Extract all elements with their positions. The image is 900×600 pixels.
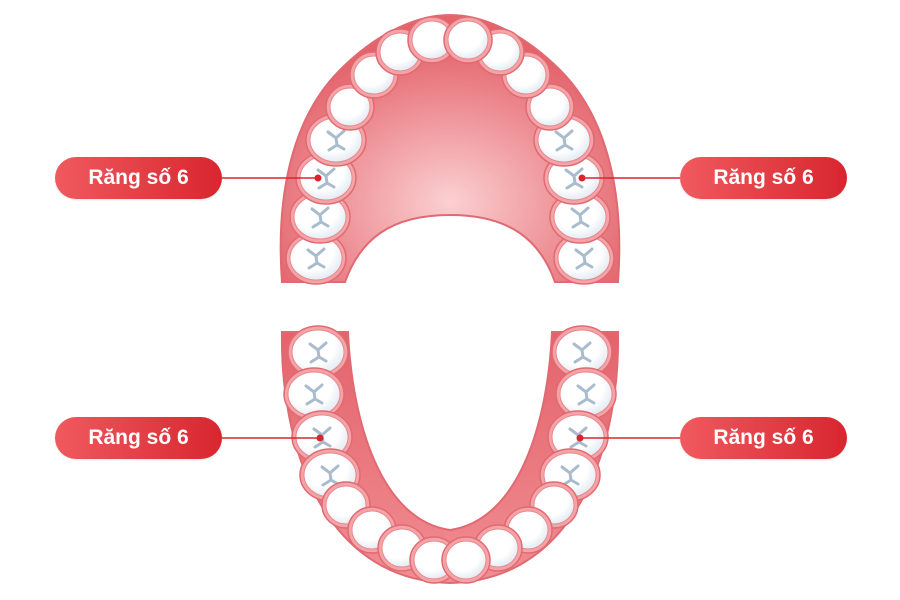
lower-right-tooth bbox=[551, 325, 613, 379]
label-lower-right-first-molar: Răng số 6 bbox=[680, 417, 847, 459]
label-upper-left-first-molar: Răng số 6 bbox=[55, 157, 222, 199]
upper-right-tooth bbox=[549, 190, 611, 244]
upper-left-tooth bbox=[285, 231, 347, 285]
label-upper-right-first-molar: Răng số 6 bbox=[680, 157, 847, 199]
upper-right-marker-dot bbox=[578, 174, 586, 182]
lower-right-marker-dot bbox=[576, 434, 584, 442]
lower-right-tooth bbox=[441, 536, 491, 584]
upper-left-marker-dot bbox=[314, 174, 322, 182]
upper-left-tooth bbox=[407, 16, 457, 64]
upper-right-tooth bbox=[553, 231, 615, 285]
lower-right-tooth bbox=[555, 367, 617, 421]
label-lower-left-first-molar: Răng số 6 bbox=[55, 417, 222, 459]
lower-left-tooth bbox=[287, 325, 349, 379]
lower-left-marker-dot bbox=[316, 434, 324, 442]
upper-right-tooth bbox=[443, 16, 493, 64]
upper-left-tooth bbox=[289, 190, 351, 244]
